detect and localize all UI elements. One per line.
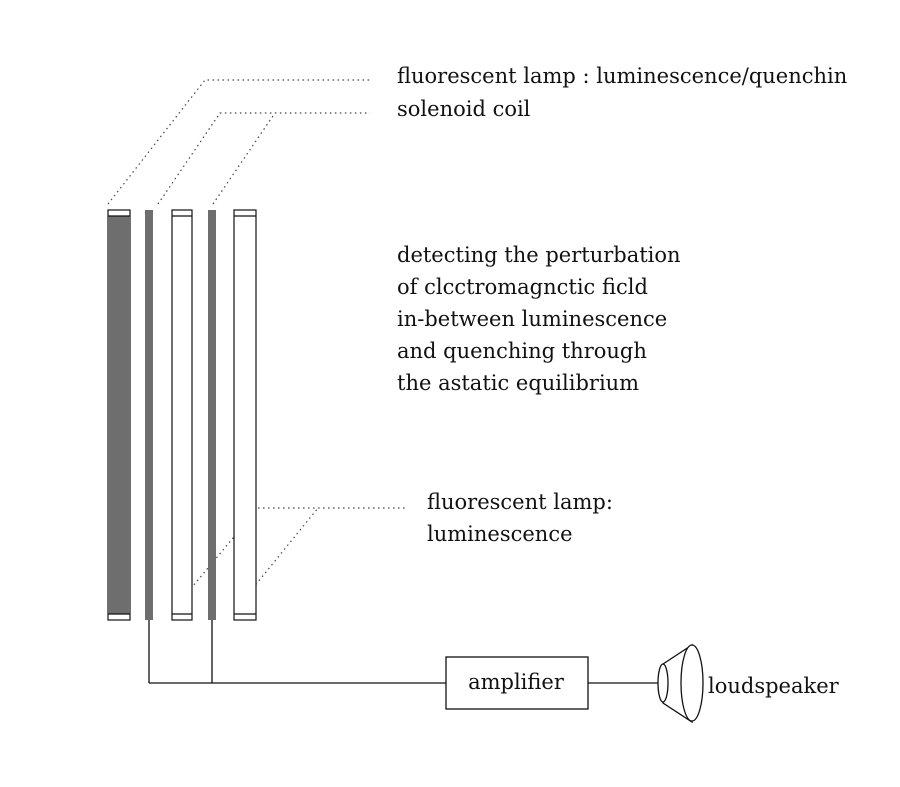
amplifier-box [445,656,589,710]
leader-top-lamp [107,79,370,205]
fluorescent-lamp-middle [171,209,193,621]
tube-assembly [107,209,257,621]
description-line: the astatic equilibrium [397,371,640,395]
fluorescent-lamp-quenching-label: fluorescent lamp : luminescence/quenchin [397,64,848,88]
loudspeaker-label: loudspeaker [708,674,839,698]
description-line: of clcctromagnctic ficld [397,275,648,299]
loudspeaker-icon [657,643,704,724]
description-line: in-between luminescence [397,307,668,331]
solenoid-coil-right [208,210,216,620]
wiring [148,620,658,684]
solenoid-coil-label: solenoid coil [397,97,531,121]
fluorescent-lamp-left [107,209,131,621]
amplifier-label: amplifier [468,670,564,694]
fluorescent-lamp-right [233,209,257,621]
description-text: detecting the perturbation of clcctromag… [397,239,681,399]
lower-lamp-line: fluorescent lamp: [427,490,613,514]
lower-lamp-line: luminescence [427,522,573,546]
leader-coil-second [212,112,276,205]
description-line: and quenching through [397,339,647,363]
leader-coil [157,112,370,205]
fluorescent-lamp-luminescence-label: fluorescent lamp: luminescence [427,486,613,550]
solenoid-coil-left [145,210,153,620]
description-line: detecting the perturbation [397,243,681,267]
